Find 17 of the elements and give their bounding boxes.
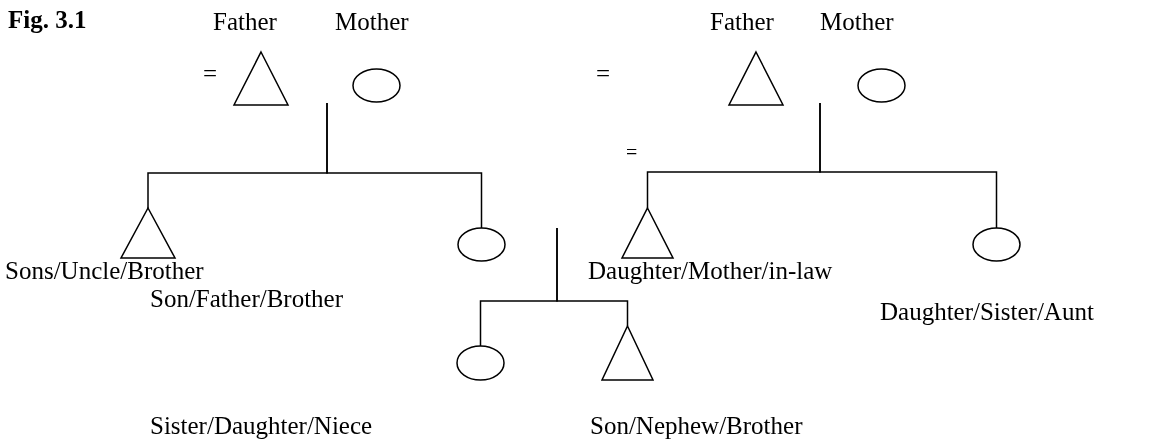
relation-label: Mother [820,8,894,36]
diagram-label: = [203,60,218,88]
figure-title: Fig. 3.1 [8,6,87,34]
relation-label: Daughter/Sister/Aunt [880,298,1094,326]
diagram-label: = [596,60,611,88]
diagram-label: Son/Father/Brother [150,285,344,313]
relation-label: Sons/Uncle/Brother [5,257,204,285]
relation-label: Daughter/Mother/in-law [588,257,833,285]
descent-line [819,102,998,229]
descent-line [556,227,629,327]
relation-label: Son/Nephew/Brother [590,412,803,440]
relation-label: Father [213,8,277,36]
relation-label: Father [710,8,774,36]
relation-label: Sister/Daughter/Niece [150,412,373,440]
relation-label: Mother [335,8,409,36]
diagram-label: = [626,140,638,165]
descent-line [326,102,483,229]
